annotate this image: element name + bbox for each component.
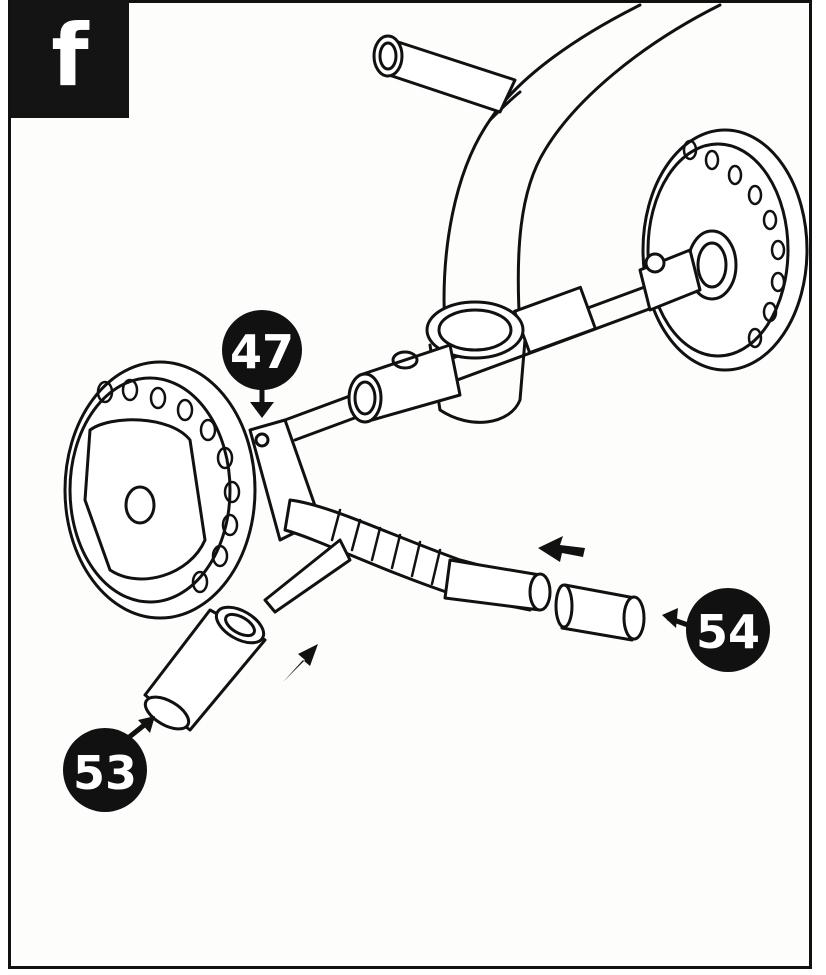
callout-54: 54 bbox=[662, 588, 770, 672]
arrow-up-right bbox=[283, 644, 318, 682]
callout-47-label: 47 bbox=[230, 325, 294, 379]
axle-housing bbox=[347, 300, 527, 424]
frame-tube bbox=[442, 3, 722, 332]
left-wheel bbox=[63, 360, 257, 620]
direction-arrows bbox=[283, 536, 585, 682]
callout-54-label: 54 bbox=[696, 605, 760, 659]
handle-bar bbox=[263, 498, 552, 614]
right-wheel bbox=[638, 128, 809, 372]
tube-53 bbox=[143, 605, 267, 732]
callout-53-label: 53 bbox=[73, 746, 137, 800]
handle-tube bbox=[372, 34, 517, 114]
cap-54 bbox=[554, 583, 646, 642]
callout-53: 53 bbox=[63, 716, 155, 812]
arrow-left bbox=[538, 536, 585, 562]
step-letter: f bbox=[51, 6, 89, 106]
step-badge: f bbox=[11, 0, 129, 118]
callout-47: 47 bbox=[222, 310, 302, 418]
